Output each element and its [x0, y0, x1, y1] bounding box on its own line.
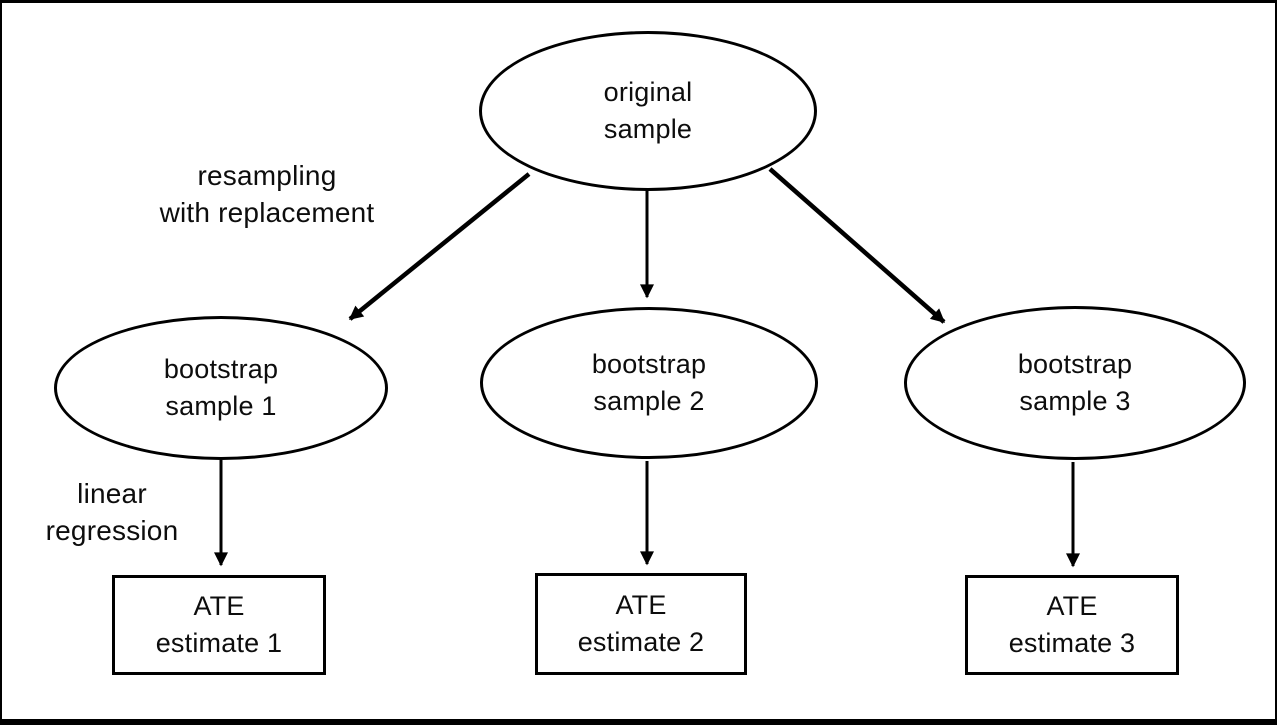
node-ate-estimate-3: ATE estimate 3 [965, 575, 1179, 675]
node-original-sample-label-line1: original [603, 77, 693, 107]
label-regression-line2: regression [45, 515, 179, 546]
node-ate-estimate-1-label-line1: ATE [193, 591, 245, 621]
node-ate-estimate-2: ATE estimate 2 [535, 573, 747, 675]
node-bootstrap-sample-2-label-line2: sample 2 [593, 386, 705, 416]
node-original-sample-label-line2: sample [603, 114, 693, 144]
edge-original-to-bootstrap3 [768, 167, 946, 324]
node-ate-estimate-3-label-line1: ATE [1046, 591, 1098, 621]
node-bootstrap-sample-2-label-line1: bootstrap [591, 349, 707, 379]
label-resampling-with-replacement: resampling with replacement [107, 157, 427, 231]
label-resampling-line2: with replacement [159, 197, 375, 228]
node-ate-estimate-2-label-line2: estimate 2 [577, 627, 705, 657]
diagram-edges [214, 167, 1080, 568]
edge-original-to-bootstrap1 [348, 172, 531, 321]
node-ate-estimate-3-label-line2: estimate 3 [1008, 628, 1136, 658]
node-ate-estimate-2-label-line1: ATE [615, 590, 667, 620]
node-bootstrap-sample-3-label-line2: sample 3 [1019, 386, 1131, 416]
label-regression-line1: linear [77, 478, 147, 509]
node-bootstrap-sample-2: bootstrap sample 2 [480, 307, 818, 459]
node-original-sample: original sample [479, 31, 817, 191]
node-bootstrap-sample-1-label-line1: bootstrap [163, 354, 279, 384]
label-linear-regression: linear regression [4, 475, 220, 549]
node-ate-estimate-1: ATE estimate 1 [112, 575, 326, 675]
node-bootstrap-sample-1: bootstrap sample 1 [54, 316, 388, 460]
node-bootstrap-sample-3-label-line1: bootstrap [1017, 349, 1133, 379]
node-bootstrap-sample-1-label-line2: sample 1 [165, 391, 277, 421]
node-ate-estimate-1-label-line2: estimate 1 [155, 628, 283, 658]
node-bootstrap-sample-3: bootstrap sample 3 [904, 306, 1246, 460]
label-resampling-line1: resampling [197, 160, 337, 191]
